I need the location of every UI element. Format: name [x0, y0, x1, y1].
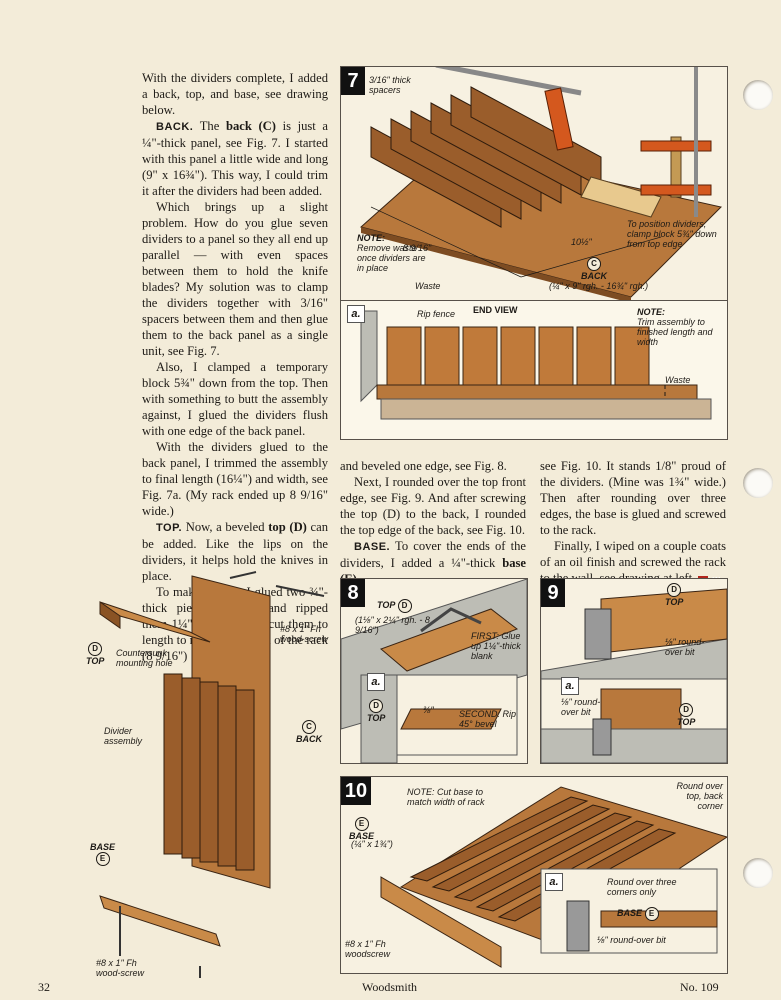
label-three-corners: Round over three corners only	[607, 877, 677, 897]
figure-7a-drawing	[360, 310, 712, 420]
label-top: D TOP	[86, 642, 105, 666]
figure-number: 10	[341, 777, 371, 805]
label-top-dims: (1⅛" x 2¼" rgh. - 8 9/16")	[355, 615, 430, 635]
label-a-top: D TOP	[367, 699, 386, 723]
label-first: FIRST: Glue up 1¼"-thick blank	[471, 631, 521, 661]
figure-number: 7	[341, 67, 365, 95]
figure-8: 8 TOP D (1⅛" x 2¼" rgh. - 8 9/16") FIRST…	[340, 578, 528, 764]
figure-number: 9	[541, 579, 565, 607]
part-circle-e: E	[354, 817, 369, 831]
page-number: 32	[38, 980, 50, 994]
label-top: TOP D	[377, 599, 412, 613]
sub-label-a: a.	[367, 673, 385, 691]
label-position: To position dividers, clamp block 5¾" do…	[627, 219, 717, 249]
label-top: D TOP	[665, 583, 684, 607]
label-back: C BACK	[581, 257, 607, 281]
paragraph: With the dividers glued to the back pane…	[142, 440, 328, 518]
part-circle-d: D	[667, 583, 682, 597]
text-column-3: see Fig. 10. It stands 1/8" proud of the…	[540, 458, 726, 586]
label-dim: ⅜"	[423, 705, 434, 715]
paragraph-back: BACK. The back (C) is just a ¼"-thick pa…	[142, 119, 328, 198]
part-circle-d: D	[369, 699, 384, 713]
punch-hole-middle	[743, 468, 773, 498]
label-waste: Waste	[665, 375, 691, 385]
part-circle-e: E	[644, 907, 659, 921]
figure-8-drawing	[341, 579, 527, 763]
label-divider-assembly: Divider assembly	[104, 726, 143, 746]
figure-9: 9 D TOP ⅛" round-over bit a. ⅛" round-ov…	[540, 578, 728, 764]
figure-10: 10 NOTE: Cut base to match width of rack…	[340, 776, 728, 974]
paragraph: see Fig. 10. It stands 1/8" proud of the…	[540, 459, 726, 537]
paragraph: With the dividers complete, I added a ba…	[142, 71, 328, 117]
paragraph: Also, I clamped a temporary block 5¾" do…	[142, 360, 328, 438]
part-circle-c: C	[302, 720, 316, 734]
paragraph-base: BASE. To cover the ends of the dividers,…	[340, 539, 526, 586]
figure-7-drawing	[359, 67, 722, 301]
label-back-dims: (¼" x 9" rgh. - 16¾" rgh.)	[549, 281, 649, 291]
paragraph: and beveled one edge, see Fig. 8.	[340, 459, 507, 473]
sub-label-a: a.	[347, 305, 365, 323]
paragraph: Which brings up a slight problem. How do…	[142, 200, 328, 358]
label-base-dims: (¼" x 1¾")	[351, 839, 393, 849]
part-circle-d: D	[88, 642, 103, 656]
punch-hole-bottom	[743, 858, 773, 888]
figure-number: 8	[341, 579, 365, 607]
punch-hole-top	[743, 80, 773, 110]
figure-9-drawing	[541, 588, 727, 763]
label-second: SECOND: Rip 45° bevel	[459, 709, 517, 729]
label-a-bit: ⅛" round-over bit	[597, 935, 666, 945]
label-round-top: Round over top, back corner	[676, 781, 723, 811]
label-note: NOTE:Trim assembly to finished length an…	[637, 307, 713, 347]
label-bit: ⅛" round-over bit	[665, 637, 705, 657]
label-back: C BACK	[296, 720, 322, 744]
sub-label-a: a.	[545, 873, 563, 891]
label-dim-width: 8 9/16"	[403, 243, 432, 253]
label-a-bit: ⅛" round-over bit	[561, 697, 601, 717]
label-end-view: END VIEW	[473, 305, 518, 315]
exploded-drawing-art	[99, 571, 325, 978]
label-note: NOTE: Cut base to match width of rack	[407, 787, 485, 807]
part-circle-c: C	[587, 257, 601, 271]
label-rip-fence: Rip fence	[417, 309, 456, 319]
figure-7: 7 3/16" thick spacers NOTE:Remove waste …	[340, 66, 728, 302]
part-circle-e: E	[95, 852, 110, 866]
label-base: BASE E	[90, 842, 115, 866]
label-screw-bottom: #8 x 1" Fh wood-screw	[96, 958, 145, 978]
exploded-drawing: #8 x 1" Fh wood-screw D TOP Countersunk …	[60, 566, 330, 978]
label-waste: Waste	[415, 281, 441, 291]
paragraph: Next, I rounded over the top front edge,…	[340, 475, 526, 537]
part-circle-d: D	[397, 599, 412, 613]
paragraph-top: TOP. Now, a beveled top (D) can be added…	[142, 520, 328, 583]
figure-10-drawing	[380, 786, 727, 968]
figure-7a: a. Rip fence END VIEW NOTE:Trim assembly…	[340, 300, 728, 440]
magazine-name: Woodsmith	[362, 980, 418, 994]
text-column-2: and beveled one edge, see Fig. 8. Next, …	[340, 458, 526, 587]
label-note: NOTE:Remove waste once dividers are in p…	[357, 233, 426, 273]
label-screw: #8 x 1" Fh woodscrew	[345, 939, 391, 959]
label-screw-top: #8 x 1" Fh wood-screw	[280, 624, 329, 644]
label-spacers: 3/16" thick spacers	[369, 75, 411, 95]
label-countersunk: Countersunk mounting hole	[116, 648, 173, 668]
label-a-top: D TOP	[677, 703, 696, 727]
label-a-base: BASE E	[617, 907, 659, 921]
part-circle-d: D	[679, 703, 694, 717]
label-base: E BASE	[349, 817, 375, 841]
sub-label-a: a.	[561, 677, 579, 695]
issue-number: No. 109	[680, 980, 719, 994]
label-dim-length: 10½"	[571, 237, 592, 247]
text-column-1: With the dividers complete, I added a ba…	[142, 70, 328, 664]
